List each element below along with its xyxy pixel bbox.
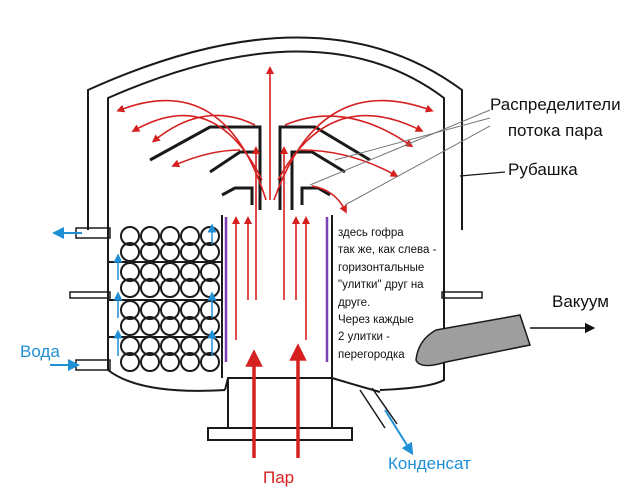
steam-label: Пар [263,468,295,487]
tube-coil [180,352,200,372]
tube-coil [140,316,160,336]
tube-coil [160,278,180,298]
tube-coil [140,278,160,298]
corrugation-note: здесь гофра так же, как слева - горизонт… [338,227,437,361]
water-flow-arrows [113,223,217,356]
jacket-leader [459,171,506,177]
vacuum-outlet-pipe [415,314,531,367]
tube-coil [200,352,220,372]
distributors-label: Распределители потока пара [490,95,621,140]
jacket-flange-left [69,291,111,299]
leader-lines [309,109,491,206]
tube-coil [120,226,140,246]
tube-coil [120,316,140,336]
condensate-arrow [384,409,414,456]
vessel-body [107,228,226,392]
water-label: Вода [20,342,60,361]
vacuum-label: Вакуум [552,292,609,311]
jacket-label: Рубашка [508,160,578,179]
condensate-label: Конденсат [388,454,471,473]
tube-bank-separators [108,261,222,338]
tube-coil [160,352,180,372]
tube-coil [180,278,200,298]
tube-coil [180,316,200,336]
steam-inlet-flange [207,427,353,441]
inner-dome [107,50,445,391]
steam-flow-arrows [116,66,434,340]
jacket-flange-right [441,291,483,299]
tube-coil [140,226,160,246]
water-inlet-pipe [75,359,111,371]
tube-coil [160,226,180,246]
tube-coil [160,316,180,336]
tube-coil [120,352,140,372]
steam-inlet-pipe [227,377,333,429]
outer-dome [87,36,463,230]
condensate-drain [359,387,398,429]
tube-coil [120,278,140,298]
tube-coil [140,352,160,372]
bottom-cone [224,377,381,393]
tube-coil [180,226,200,246]
